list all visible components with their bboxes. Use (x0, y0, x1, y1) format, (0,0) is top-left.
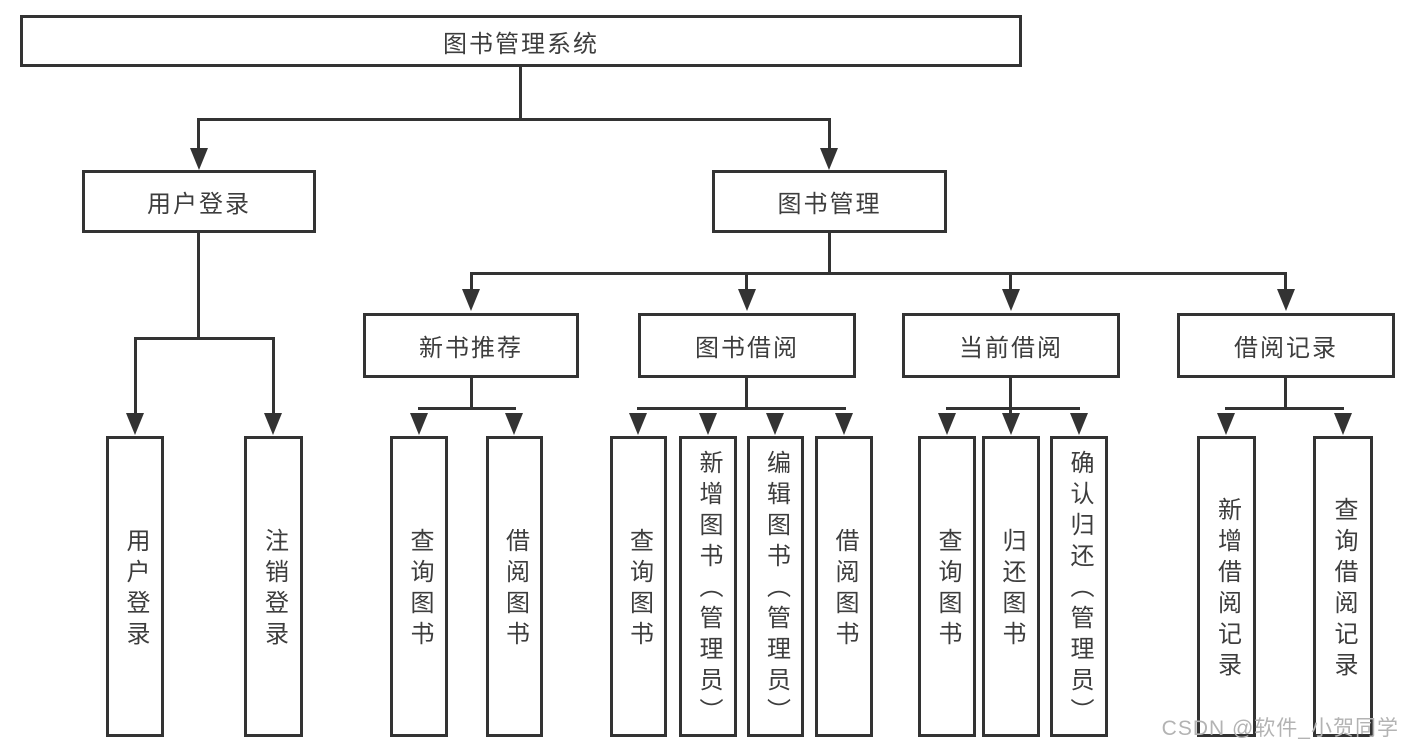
arrow-down-icon (462, 289, 480, 311)
arrow-down-icon (938, 413, 956, 435)
leaf-nb-borrow-books: 借阅图书 (486, 436, 543, 737)
connector-line (197, 121, 200, 149)
leaf-cb-return-books: 归还图书 (982, 436, 1040, 737)
leaf-cb-confirm-return-admin: 确认归还（管理员） (1050, 436, 1108, 737)
leaf-br-add-record: 新增借阅记录 (1197, 436, 1256, 737)
leaf-br-query-record: 查询借阅记录 (1313, 436, 1373, 737)
connector-line (418, 407, 516, 410)
node-current-borrow: 当前借阅 (902, 313, 1120, 378)
connector-line (1225, 407, 1344, 410)
leaf-bb-edit-books-admin: 编辑图书（管理员） (747, 436, 804, 737)
arrow-down-icon (738, 289, 756, 311)
connector-line (470, 378, 473, 410)
connector-line (1284, 275, 1287, 291)
node-new-book-recommend: 新书推荐 (363, 313, 579, 378)
arrow-down-icon (1277, 289, 1295, 311)
arrow-down-icon (1334, 413, 1352, 435)
leaf-bb-add-books-admin: 新增图书（管理员） (679, 436, 737, 737)
arrow-down-icon (1002, 413, 1020, 435)
node-root: 图书管理系统 (20, 15, 1022, 67)
connector-line (828, 233, 831, 275)
connector-line (1009, 275, 1012, 291)
connector-line (519, 67, 522, 121)
connector-line (946, 407, 1080, 410)
arrow-down-icon (820, 148, 838, 170)
arrow-down-icon (629, 413, 647, 435)
arrow-down-icon (699, 413, 717, 435)
watermark: CSDN @软件_小贺同学 (1161, 717, 1399, 740)
connector-line (745, 378, 748, 410)
connector-line (637, 407, 846, 410)
leaf-user-login: 用户登录 (106, 436, 164, 737)
node-user-login: 用户登录 (82, 170, 316, 233)
connector-line (197, 118, 831, 121)
arrow-down-icon (1070, 413, 1088, 435)
arrow-down-icon (190, 148, 208, 170)
leaf-bb-borrow-books: 借阅图书 (815, 436, 873, 737)
connector-line (1284, 378, 1287, 410)
connector-line (828, 121, 831, 149)
node-borrow-records: 借阅记录 (1177, 313, 1395, 378)
connector-line (197, 233, 200, 340)
connector-line (745, 275, 748, 291)
arrow-down-icon (766, 413, 784, 435)
connector-line (272, 340, 275, 414)
connector-line (470, 272, 1287, 275)
arrow-down-icon (835, 413, 853, 435)
node-book-borrow: 图书借阅 (638, 313, 856, 378)
leaf-nb-query-books: 查询图书 (390, 436, 448, 737)
arrow-down-icon (1217, 413, 1235, 435)
connector-line (470, 275, 473, 291)
arrow-down-icon (1002, 289, 1020, 311)
arrow-down-icon (126, 413, 144, 435)
arrow-down-icon (505, 413, 523, 435)
connector-line (1009, 378, 1012, 418)
arrow-down-icon (264, 413, 282, 435)
leaf-logout: 注销登录 (244, 436, 303, 737)
connector-line (134, 337, 275, 340)
leaf-cb-query-books: 查询图书 (918, 436, 976, 737)
connector-line (134, 340, 137, 414)
arrow-down-icon (410, 413, 428, 435)
leaf-bb-query-books: 查询图书 (610, 436, 667, 737)
node-book-management: 图书管理 (712, 170, 947, 233)
